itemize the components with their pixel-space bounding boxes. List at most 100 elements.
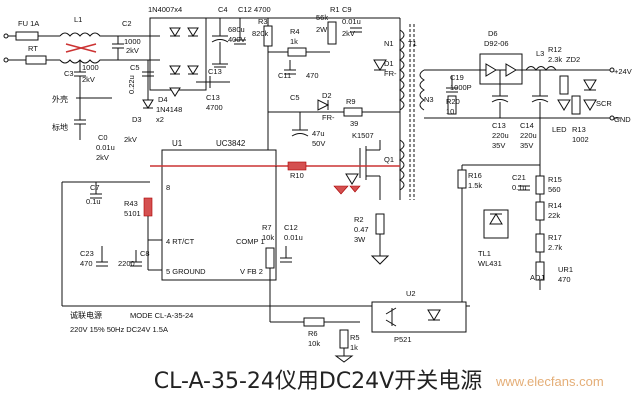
- c13a-value: 4700: [206, 103, 223, 112]
- pin8-label: 8: [166, 183, 170, 192]
- c3-value: 1000: [82, 63, 99, 72]
- c19-value: 1000P: [450, 83, 472, 92]
- tl1-label: TL1: [478, 249, 491, 258]
- c11-value: 470: [306, 71, 319, 80]
- u1-label: U1: [172, 139, 183, 148]
- c5b-rating: 50V: [312, 139, 325, 148]
- zd2-label: ZD2: [566, 55, 580, 64]
- r3-label: R3: [258, 17, 268, 26]
- c13b-value: 220u: [492, 131, 509, 140]
- r4-label: R4: [290, 27, 300, 36]
- c9-value: 0.01u: [342, 17, 361, 26]
- c8-value: 2200: [118, 259, 135, 268]
- n3-label: N3: [424, 95, 434, 104]
- r6-label: R6: [308, 329, 318, 338]
- c13a-label: C13: [208, 67, 222, 76]
- c11-label: C11: [278, 71, 291, 80]
- r7-value: 10k: [262, 233, 274, 242]
- shell-label: 外壳: [52, 94, 68, 104]
- d2-value: FR-: [322, 113, 335, 122]
- r15-label: R15: [548, 175, 562, 184]
- c12b-value: 0.01u: [284, 233, 303, 242]
- led-label: LED: [552, 125, 567, 134]
- r9-label: R9: [346, 97, 356, 106]
- c14-rating: 35V: [520, 141, 533, 150]
- c13a-label2: C13: [206, 93, 220, 102]
- r16-label: R16: [468, 171, 482, 180]
- bridge-label: 1N4007x4: [148, 5, 182, 14]
- kv2-label: 2kV: [124, 135, 137, 144]
- r9-value: 39: [350, 119, 358, 128]
- snubber-section: R3 820k R4 1k C11 470 56k 2W R1 C9 0.01u…: [232, 5, 400, 160]
- c5b-value: 47u: [312, 129, 325, 138]
- pin1-label: COMP 1: [236, 237, 265, 246]
- c7-label: C7: [90, 183, 100, 192]
- pin4-label: 4 RT/CT: [166, 237, 195, 246]
- r15-value: 560: [548, 185, 561, 194]
- r14-label: R14: [548, 201, 562, 210]
- tl1-value: WL431: [478, 259, 502, 268]
- fuse-label: FU 1A: [18, 19, 39, 28]
- uc3842-label: UC3842: [216, 139, 246, 148]
- optocoupler-u2: U2 P521: [371, 289, 467, 344]
- c21-value: 0.1u: [512, 183, 527, 192]
- r4-value: 1k: [290, 37, 298, 46]
- c5a-label: C5: [130, 63, 140, 72]
- tl431: TL1 WL431: [478, 209, 509, 268]
- n1-label: N1: [384, 39, 394, 48]
- r13-label: R13: [572, 125, 586, 134]
- d6-value: D92-06: [484, 39, 509, 48]
- c5b-label: C5: [290, 93, 300, 102]
- company-note: 诚联电源: [70, 310, 102, 320]
- d2-label: D2: [322, 91, 332, 100]
- c5a-value: 0.22u: [127, 75, 136, 94]
- c3-rating: 2kV: [82, 75, 95, 84]
- d1-value: FR-: [384, 69, 397, 78]
- c0-label: C0: [98, 133, 108, 142]
- r7-label: R7: [262, 223, 272, 232]
- r5-value: 1k: [350, 343, 358, 352]
- r10-label: R10: [290, 171, 304, 180]
- r20-value: 10: [446, 107, 454, 116]
- c21-label: C21: [512, 173, 526, 182]
- c9-rating: 2kV: [342, 29, 355, 38]
- c4-value: 680u: [228, 25, 245, 34]
- watermark: www.elecfans.com: [495, 374, 604, 389]
- r1-value: 56k: [316, 13, 328, 22]
- c0-rating: 2kV: [96, 153, 109, 162]
- c8-label: C8: [140, 249, 150, 258]
- r20-label: R20: [446, 97, 460, 106]
- c23-value: 470: [80, 259, 93, 268]
- fuse: [15, 31, 39, 41]
- ur1-value: 470: [558, 275, 571, 284]
- r13-value: 1002: [572, 135, 589, 144]
- r43-value: 5101: [124, 209, 141, 218]
- r17-label: R17: [548, 233, 562, 242]
- r3-value: 820k: [252, 29, 269, 38]
- p521-label: P521: [394, 335, 412, 344]
- k1507-label: K1507: [352, 131, 374, 140]
- c0-value: 0.01u: [96, 143, 115, 152]
- d3-mult: x2: [156, 115, 164, 124]
- c4-label: C4: [218, 5, 228, 14]
- c14-label: C14: [520, 121, 534, 130]
- rt-label: RT: [28, 44, 38, 53]
- d4-label: D4: [158, 95, 168, 104]
- spec-note: 220V 15% 50Hz DC24V 1.5A: [70, 325, 168, 334]
- t1-label: T1: [408, 39, 417, 48]
- u2-label: U2: [406, 289, 416, 298]
- c14-value: 220u: [520, 131, 537, 140]
- c3-label: C3: [64, 69, 74, 78]
- c12a-label: C12: [238, 5, 252, 14]
- r14-value: 22k: [548, 211, 560, 220]
- r43-label: R43: [124, 199, 138, 208]
- r5-label: R5: [350, 333, 360, 342]
- bridge-rectifier: 1N4007x4: [130, 5, 207, 91]
- c9-label: C9: [342, 5, 352, 14]
- r2-value: 0.47: [354, 225, 369, 234]
- choke-l1: [59, 32, 130, 64]
- mosfet-q1: K1507 Q1: [345, 131, 394, 200]
- c2-label: C2: [122, 19, 132, 28]
- ic-uc3842: U1 UC3842 4 RT/CT COMP 1 5 GROUND V FB 2: [161, 139, 277, 281]
